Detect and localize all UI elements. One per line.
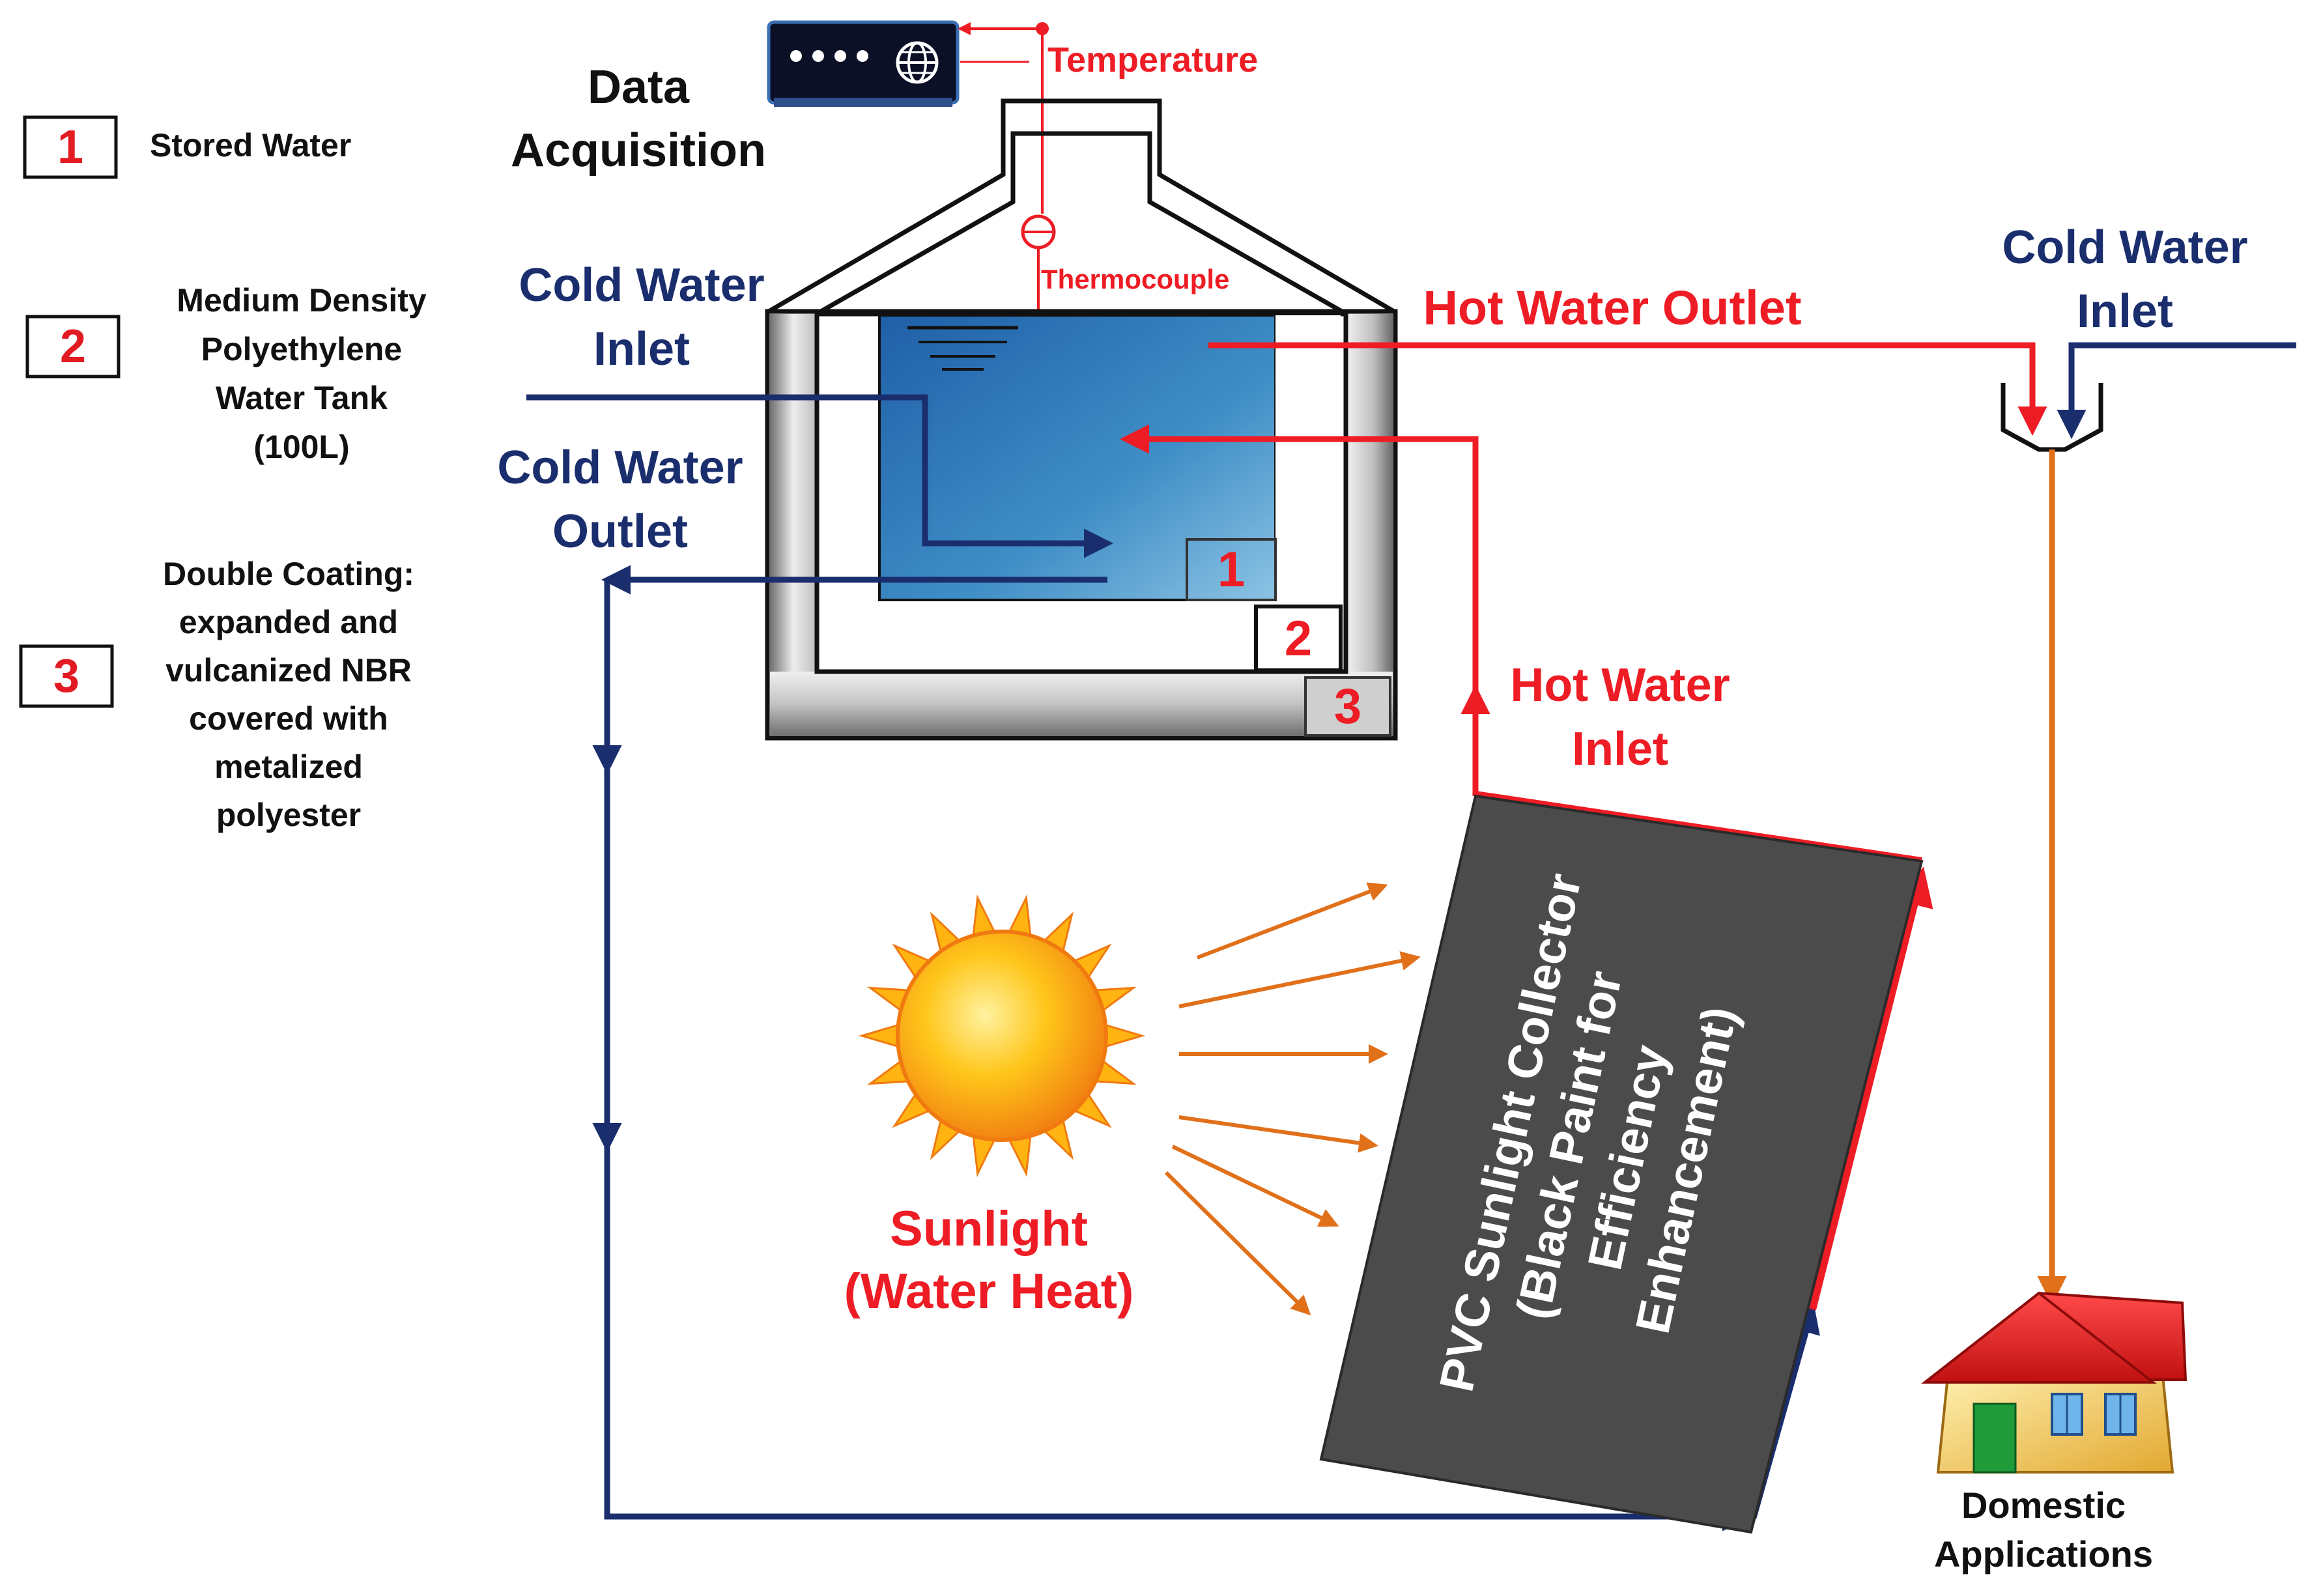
legend-box-3 (19, 644, 114, 708)
legend-text-1: Stored Water (150, 127, 351, 164)
sun-rays (1164, 882, 1421, 1316)
thermocouple-label: Thermocouple (1041, 264, 1229, 294)
sunlight-label-line-2: (Water Heat) (844, 1264, 1134, 1319)
temperature-label: Temperature (1047, 40, 1258, 79)
tank-roof (767, 98, 1395, 314)
zone-1-label: 1 (1218, 542, 1245, 597)
legend-text-2-line-3: Water Tank (216, 380, 388, 416)
cold-inlet-label-line-1: Cold Water (519, 259, 764, 311)
cold-outlet-label-line-1: Cold Water (497, 442, 743, 494)
legend-text-3-line-5: metalized (214, 748, 363, 785)
legend-text-3-line-3: vulcanized NBR (165, 652, 412, 689)
zone-2-label: 2 (1285, 611, 1312, 666)
legend-number-2: 2 (60, 321, 86, 373)
legend-box-2 (25, 315, 121, 378)
data-acquisition-label-line-1: Data (588, 61, 690, 113)
zone-2-box (1254, 605, 1343, 672)
legend-item-3: 3 Double Coating: expanded and vulcanize… (19, 556, 414, 833)
legend-text-2-line-2: Polyethylene (201, 331, 402, 367)
zone-3-box (1304, 676, 1391, 737)
legend-text-3-line-4: covered with (189, 700, 388, 737)
hot-outlet-label: Hot Water Outlet (1423, 281, 1801, 335)
data-logger-icon (767, 20, 960, 107)
domestic-label-line-2: Applications (1934, 1533, 2153, 1575)
sensor-wire (958, 22, 1056, 332)
legend: 1 Stored Water 2 Medium Density Polyethy… (19, 115, 427, 833)
legend-text-3-line-2: expanded and (179, 604, 398, 640)
legend-text-2-line-1: Medium Density (177, 282, 427, 319)
sun-ray-arrow (1196, 882, 1388, 960)
legend-text-2-line-4: (100L) (253, 429, 349, 465)
collector-panel (1319, 794, 1924, 1534)
collector-hot-edge (1808, 866, 1933, 1311)
water-level-marks (907, 326, 1018, 371)
legend-number-1: 1 (57, 121, 83, 173)
legend-item-2: 2 Medium Density Polyethylene Water Tank… (25, 282, 427, 465)
domestic-label-line-1: Domestic (1961, 1485, 2126, 1526)
cold-inlet-label-line-2: Inlet (593, 323, 690, 375)
legend-text-3-line-6: polyester (216, 797, 361, 833)
mixing-valve (2001, 383, 2103, 452)
tank-roof-inner (819, 131, 1343, 314)
house-icon (1921, 1291, 2187, 1474)
pvc-sunlight-collector: PVC Sunlight Collector (Black Paint for … (1319, 794, 1924, 1534)
mixer-cold-inlet-label-line-2: Inlet (2077, 285, 2173, 337)
cold-outlet-label-line-2: Outlet (552, 506, 688, 558)
data-acquisition: Data Acquisition Tempe (511, 20, 1258, 332)
data-acquisition-label-line-2: Acquisition (511, 124, 766, 177)
cold-return-pipe (604, 580, 1752, 1532)
legend-number-3: 3 (53, 650, 79, 702)
zone-3-label: 3 (1334, 679, 1361, 734)
sun-ray-arrow (1171, 1145, 1339, 1227)
zone-1-box (1186, 538, 1277, 601)
legend-item-1: 1 Stored Water (23, 115, 351, 179)
globe-icon (896, 41, 939, 84)
mixer-cold-inlet-label-line-1: Cold Water (2002, 221, 2247, 274)
mixer-cold-inlet-pipe (2057, 342, 2296, 439)
hot-inlet-label-line-1: Hot Water (1510, 659, 1730, 711)
stored-water (878, 314, 1277, 601)
sun-icon (858, 894, 1146, 1177)
sun-ray-arrow (1178, 951, 1421, 1008)
sunlight-label-line-1: Sunlight (890, 1201, 1088, 1257)
storage-tank: 1 2 3 (765, 98, 1398, 741)
legend-box-1 (23, 115, 118, 179)
hot-inlet-pipe (1120, 424, 1479, 691)
sun-ray-arrow (1164, 1171, 1311, 1316)
hot-inlet-label-line-2: Inlet (1572, 723, 1668, 775)
legend-text-3-line-1: Double Coating: (163, 556, 414, 592)
cold-inlet-pipe (526, 394, 1113, 558)
hot-outlet-pipe (1208, 342, 2047, 436)
sun-ray-arrow (1178, 1115, 1378, 1153)
